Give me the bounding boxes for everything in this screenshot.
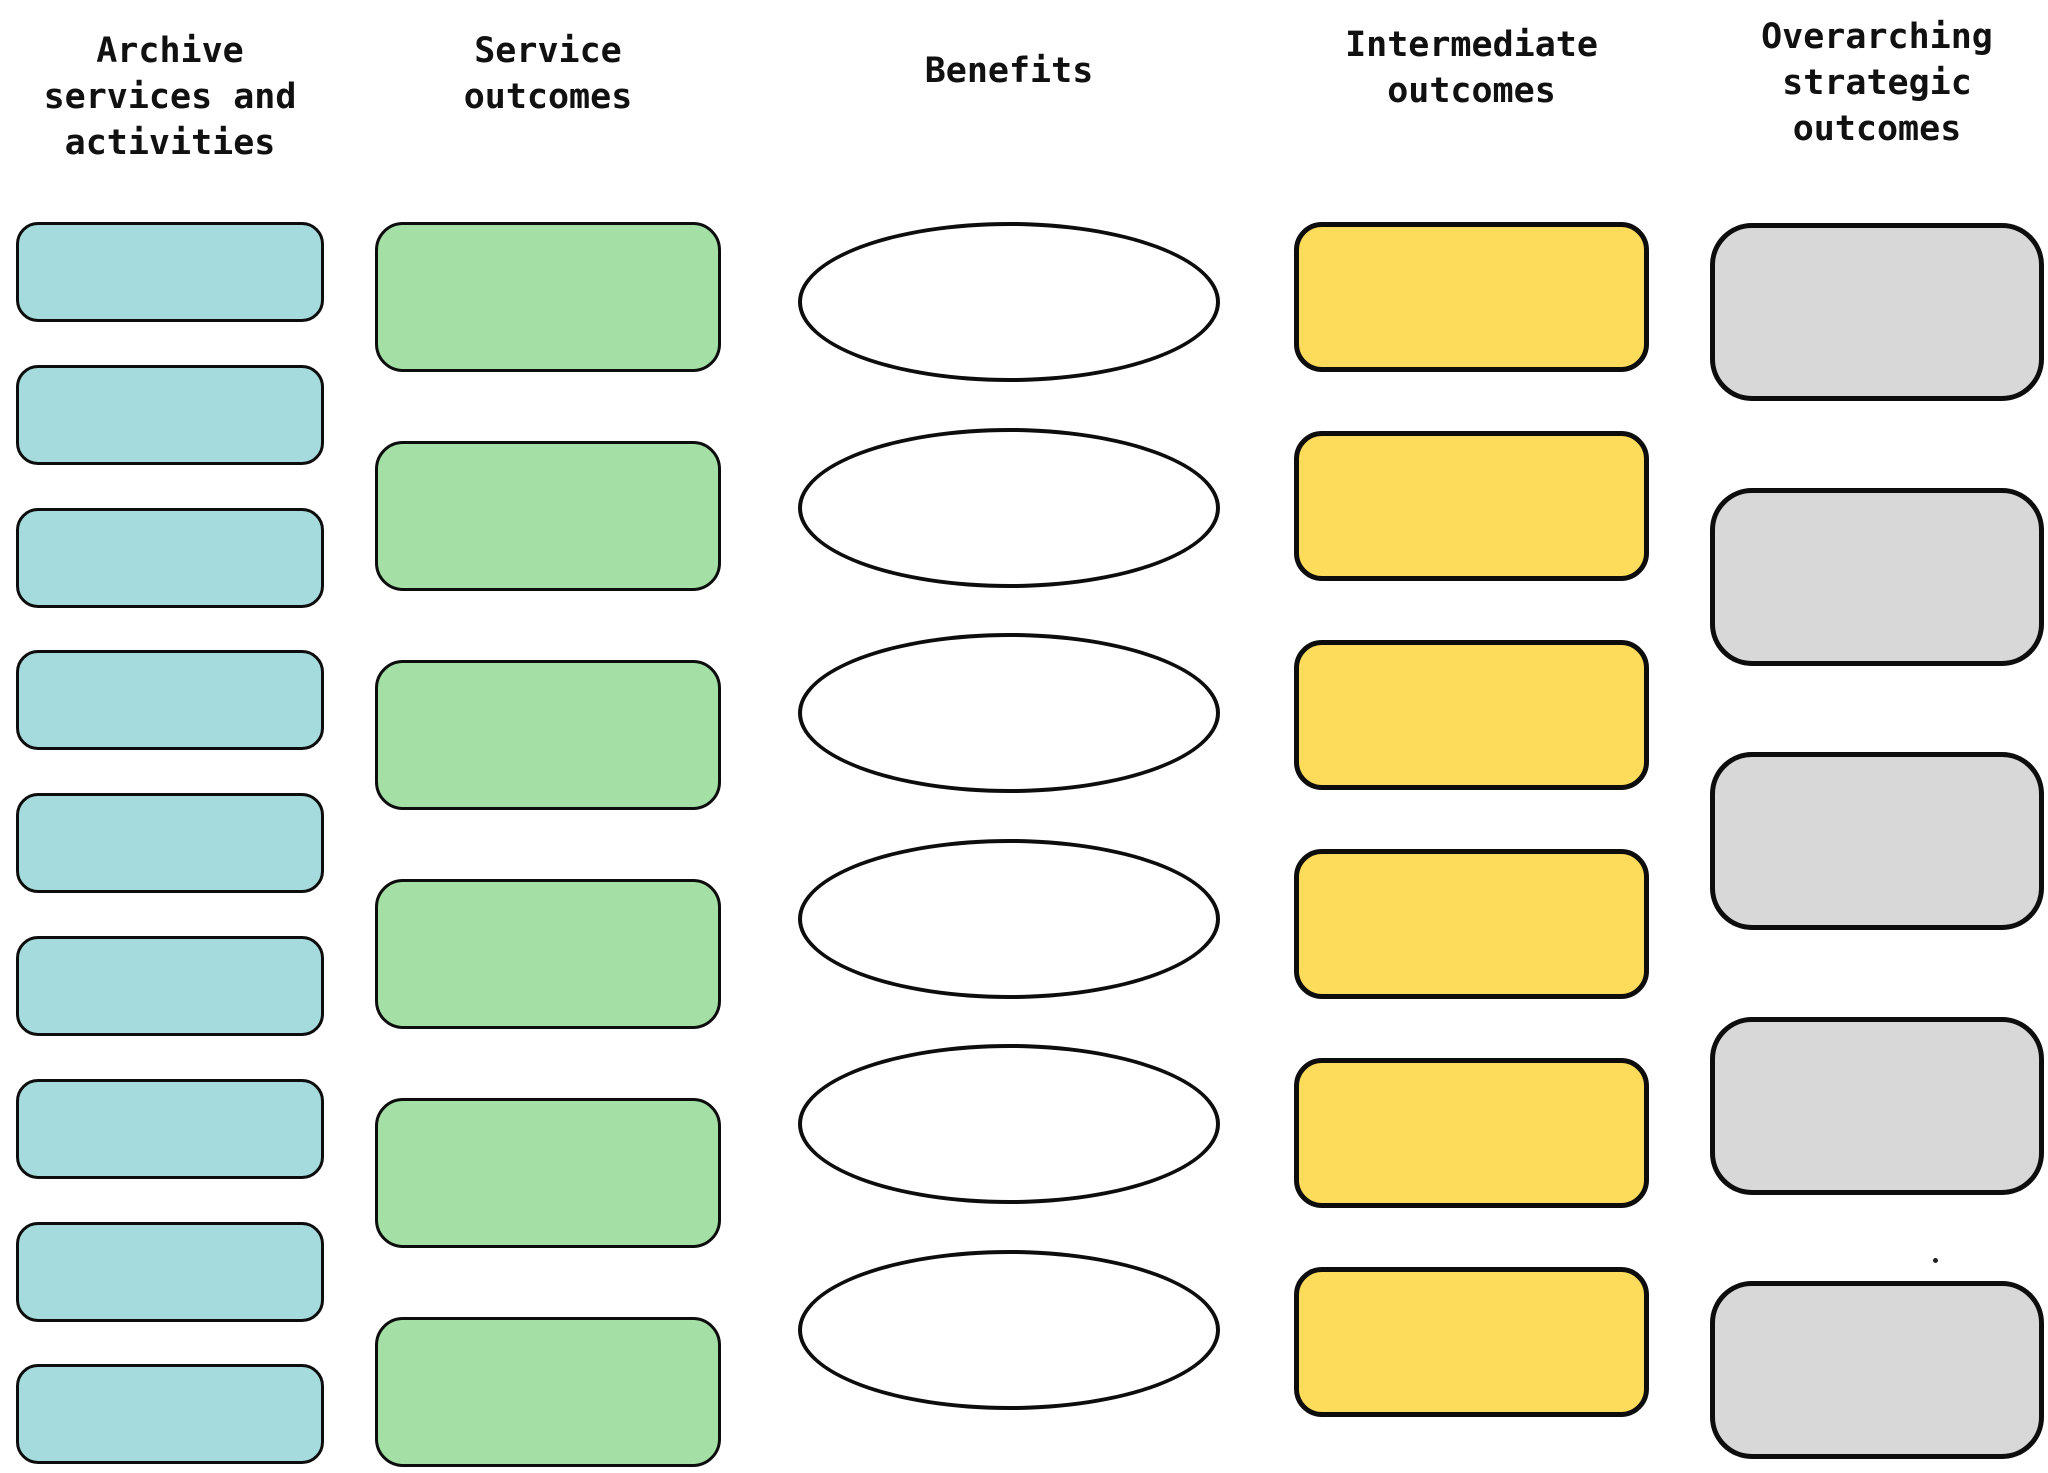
overarching-strategic-outcomes-box (1710, 1017, 2044, 1195)
archive-services-activities-box (16, 508, 324, 608)
overarching-strategic-outcomes-box (1710, 1281, 2044, 1459)
benefits-ellipse (798, 1044, 1220, 1204)
column-header-service-outcomes: Service outcomes (463, 31, 633, 117)
stray-dot (1933, 1258, 1938, 1263)
archive-services-activities-box (16, 222, 324, 322)
service-outcomes-box (375, 660, 721, 810)
archive-services-activities-box (16, 365, 324, 465)
service-outcomes-box (375, 1317, 721, 1467)
intermediate-outcomes-box (1294, 1267, 1649, 1417)
intermediate-outcomes-box (1294, 640, 1649, 790)
intermediate-outcomes-box (1294, 849, 1649, 999)
column-header-overarching-strategic-outcomes: Overarching strategic outcomes (1761, 17, 1993, 149)
intermediate-outcomes-box (1294, 431, 1649, 581)
service-outcomes-box (375, 1098, 721, 1248)
benefits-ellipse (798, 839, 1220, 999)
intermediate-outcomes-box (1294, 1058, 1649, 1208)
archive-services-activities-box (16, 1222, 324, 1322)
benefits-ellipse (798, 1250, 1220, 1410)
column-header-archive-services: Archive services and activities (43, 31, 297, 163)
intermediate-outcomes-box (1294, 222, 1649, 372)
archive-services-activities-box (16, 793, 324, 893)
column-header-intermediate-outcomes: Intermediate outcomes (1345, 25, 1598, 111)
archive-services-activities-box (16, 1079, 324, 1179)
overarching-strategic-outcomes-box (1710, 488, 2044, 666)
service-outcomes-box (375, 879, 721, 1029)
archive-services-activities-box (16, 936, 324, 1036)
overarching-strategic-outcomes-box (1710, 752, 2044, 930)
benefits-ellipse (798, 222, 1220, 382)
service-outcomes-box (375, 441, 721, 591)
benefits-ellipse (798, 633, 1220, 793)
archive-services-activities-box (16, 650, 324, 750)
column-header-benefits: Benefits (924, 51, 1094, 91)
overarching-strategic-outcomes-box (1710, 223, 2044, 401)
service-outcomes-box (375, 222, 721, 372)
archive-services-activities-box (16, 1364, 324, 1464)
benefits-ellipse (798, 428, 1220, 588)
